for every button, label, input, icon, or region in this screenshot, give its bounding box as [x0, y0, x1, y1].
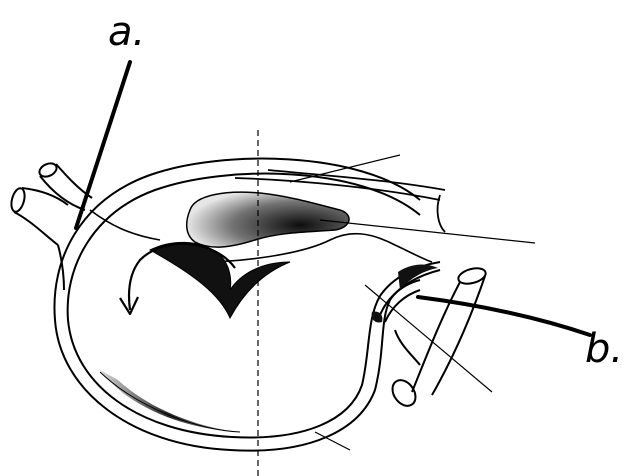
- lower-crescent-edge: [100, 372, 240, 432]
- right-vessel: [378, 266, 487, 411]
- lower-crescent-shading: [100, 370, 240, 432]
- shaded-vessel-body: [187, 192, 349, 247]
- leader-lines: [290, 155, 535, 450]
- label-b: b.: [585, 326, 623, 372]
- pointer-line-a: [76, 62, 130, 228]
- label-a: a.: [108, 9, 145, 55]
